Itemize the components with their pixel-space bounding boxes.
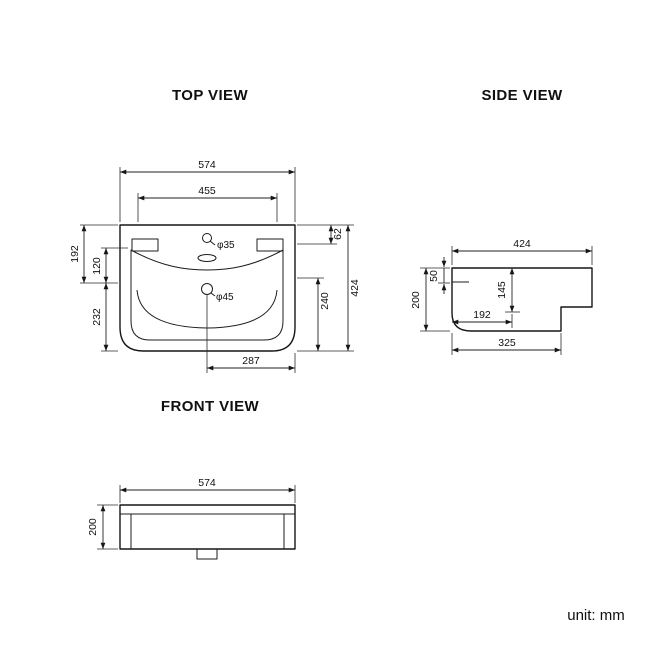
front-view-drawing	[119, 504, 296, 560]
drain-hole	[201, 283, 213, 295]
dim-side-depth-overall: 424	[513, 238, 531, 250]
top-view-dimensions: 574 455 62 424 240 192	[69, 159, 361, 373]
dim-top-bottom-half: 287	[242, 355, 260, 367]
dim-side-bottom-depth: 325	[498, 337, 516, 349]
dim-side-inner-height: 145	[496, 281, 508, 299]
dim-top-deck-depth: 62	[332, 228, 344, 240]
faucet-hole	[202, 233, 212, 243]
deck-slot-right	[256, 238, 284, 252]
side-view-dimensions: 424 200 50 145 192 325	[410, 238, 593, 355]
side-view-drawing	[451, 267, 593, 332]
top-view-drawing: φ35 φ45	[119, 224, 296, 352]
faucet-hole-label: φ35	[217, 240, 235, 251]
front-view-dimensions: 574 200	[87, 477, 296, 550]
dim-top-left-inner: 120	[91, 257, 103, 275]
basin-outline	[119, 224, 296, 352]
dim-front-height-overall: 200	[87, 518, 99, 536]
drain-leader-line	[210, 292, 216, 297]
dim-side-height-overall: 200	[410, 291, 422, 309]
bowl-rim	[130, 249, 284, 341]
overflow-slot	[197, 254, 217, 262]
deck-slot-left	[131, 238, 159, 252]
unit-label: unit: mm	[567, 607, 625, 624]
side-view-title: SIDE VIEW	[481, 87, 563, 104]
front-outline	[119, 504, 296, 550]
dim-top-width-overall: 574	[198, 159, 216, 171]
dim-top-bowl-depth: 240	[319, 292, 331, 310]
drain-hole-label: φ45	[216, 292, 234, 303]
front-view: FRONT VIEW 574 200	[87, 398, 296, 560]
dim-top-left-lower: 232	[91, 308, 103, 326]
side-view: SIDE VIEW 424 200 50 145	[410, 87, 593, 355]
top-view: TOP VIEW φ35 φ45 574 4	[69, 87, 361, 373]
dim-top-left-upper: 192	[69, 245, 81, 263]
dim-top-width-inner: 455	[198, 185, 216, 197]
front-view-title: FRONT VIEW	[161, 398, 260, 415]
dim-side-front-lip: 50	[428, 270, 440, 282]
faucet-leader-line	[209, 240, 216, 246]
dim-top-depth-overall: 424	[349, 279, 361, 297]
dim-side-drain-offset: 192	[473, 309, 491, 321]
side-profile-outline	[451, 267, 593, 332]
top-view-title: TOP VIEW	[172, 87, 248, 104]
front-drain-tab	[196, 549, 218, 560]
dim-front-width-overall: 574	[198, 477, 216, 489]
